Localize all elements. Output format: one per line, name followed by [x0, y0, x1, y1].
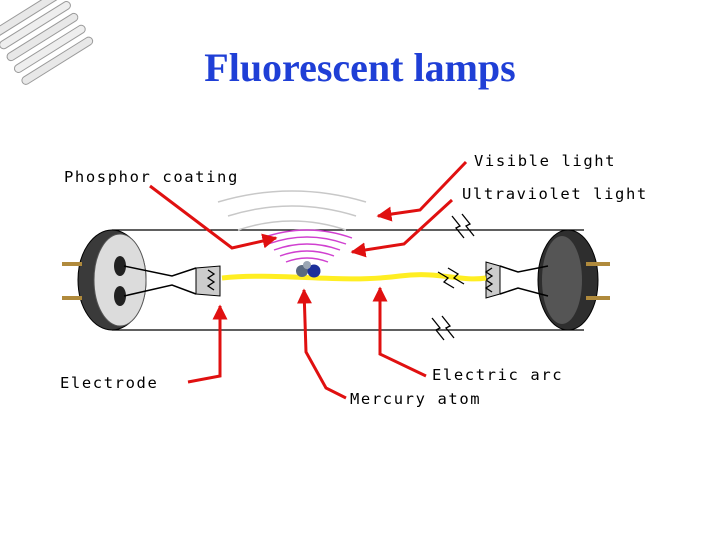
glass-tube — [112, 229, 584, 331]
slide-title: Fluorescent lamps — [204, 45, 516, 90]
label-phosphor-coating: Phosphor coating — [64, 168, 239, 186]
pointer-arrows — [149, 160, 468, 400]
label-ultraviolet-light: Ultraviolet light — [462, 185, 648, 203]
right-end-cap — [537, 229, 610, 331]
label-electrode: Electrode — [60, 374, 159, 392]
left-electrode — [123, 265, 221, 297]
label-mercury-atom: Mercury atom — [350, 390, 482, 408]
mercury-atom — [296, 261, 321, 278]
uv-waves — [261, 229, 353, 263]
visible-light-waves — [217, 190, 367, 231]
uv-lightning-icons — [431, 213, 475, 341]
label-visible-light: Visible light — [474, 152, 617, 170]
left-end-cap — [62, 229, 147, 331]
label-electric-arc: Electric arc — [432, 366, 564, 384]
right-electrode — [484, 261, 549, 299]
electric-arc — [221, 272, 487, 282]
